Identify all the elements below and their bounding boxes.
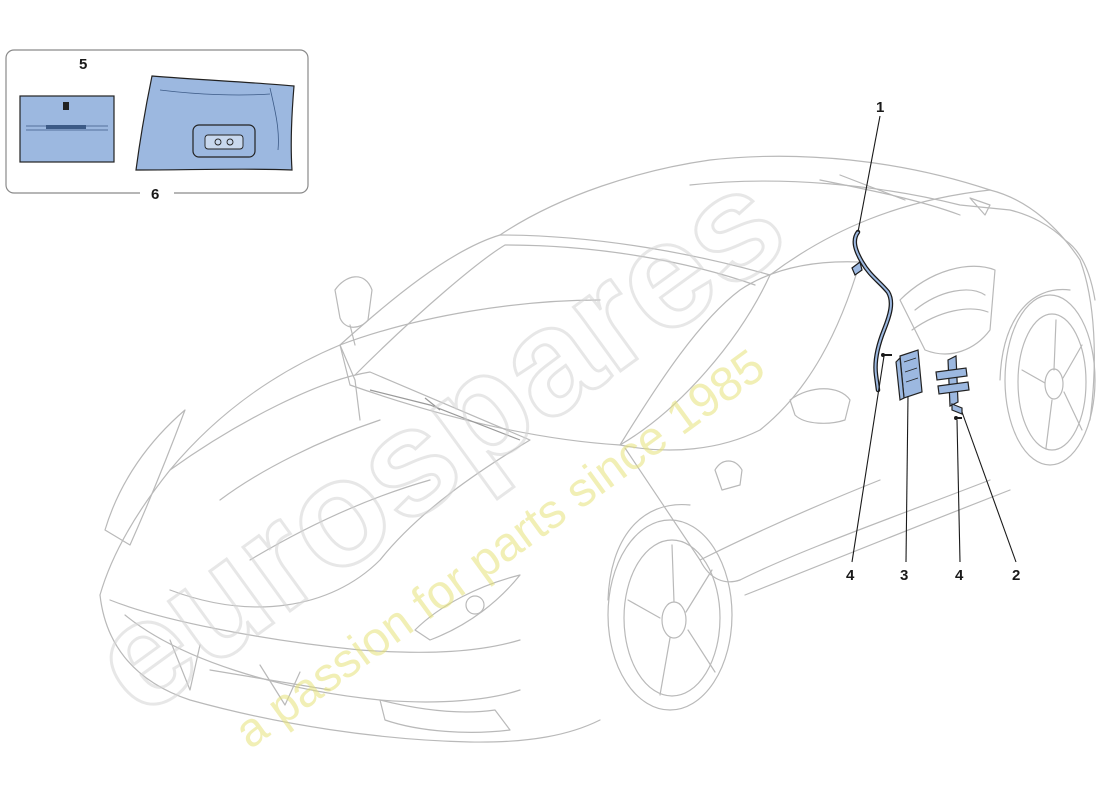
part-1-cable[interactable] <box>851 229 894 393</box>
part-5-manual[interactable] <box>19 95 115 163</box>
part-6-pouch[interactable] <box>135 75 295 171</box>
part-3-module[interactable] <box>895 349 923 401</box>
callout-3: 3 <box>900 567 908 584</box>
car-outline <box>99 155 1096 743</box>
part-2-bracket[interactable] <box>935 355 970 415</box>
callout-5: 5 <box>79 56 87 73</box>
callout-4-right: 4 <box>955 567 964 584</box>
kit-inset: 6 5 <box>5 49 309 203</box>
callout-6: 6 <box>151 186 159 203</box>
leader-lines <box>83 72 1017 563</box>
part-4-screw-left[interactable] <box>881 353 892 357</box>
part-4-screw-right[interactable] <box>954 416 962 420</box>
watermark: eurospares a passion for parts since 198… <box>59 133 815 759</box>
callout-2: 2 <box>1012 567 1020 584</box>
callout-1: 1 <box>876 99 884 116</box>
callout-4-left: 4 <box>846 567 855 584</box>
